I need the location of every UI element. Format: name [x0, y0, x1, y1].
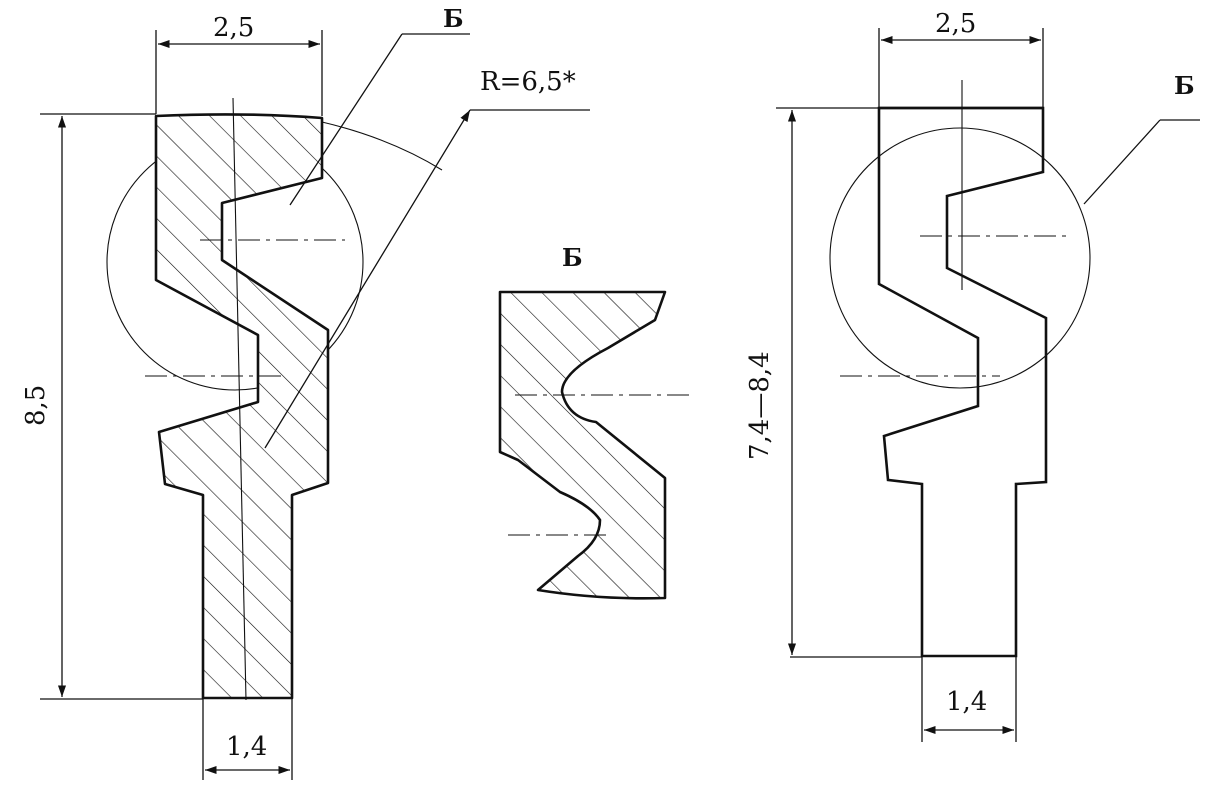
left-center-axis [232, 97, 247, 701]
left-bottom-width-label: 1,4 [226, 732, 267, 762]
left-profile-outline [154, 113, 330, 700]
right-detail-circle [829, 127, 1091, 389]
right-callout-label: Б [1174, 71, 1195, 100]
left-profile-view: 2,5 8,5 1,4 Б R=6,5* [21, 4, 590, 780]
left-callout-label: Б [443, 4, 464, 33]
detail-view-b: Б [498, 243, 690, 600]
detail-title: Б [562, 243, 583, 272]
right-callout-leader [1083, 119, 1161, 205]
left-radius-arc [321, 121, 443, 171]
left-top-width-label: 2,5 [213, 13, 254, 43]
right-profile-view: 2,5 7,4—8,4 1,4 Б [745, 9, 1200, 742]
left-radius-leader [264, 109, 471, 449]
right-bottom-width-label: 1,4 [946, 687, 987, 717]
detail-profile-outline [498, 290, 667, 600]
left-height-label: 8,5 [21, 385, 51, 426]
left-radius-label: R=6,5* [480, 67, 576, 97]
left-callout-leader [289, 33, 403, 206]
right-top-width-label: 2,5 [935, 9, 976, 39]
right-height-label: 7,4—8,4 [745, 351, 775, 460]
